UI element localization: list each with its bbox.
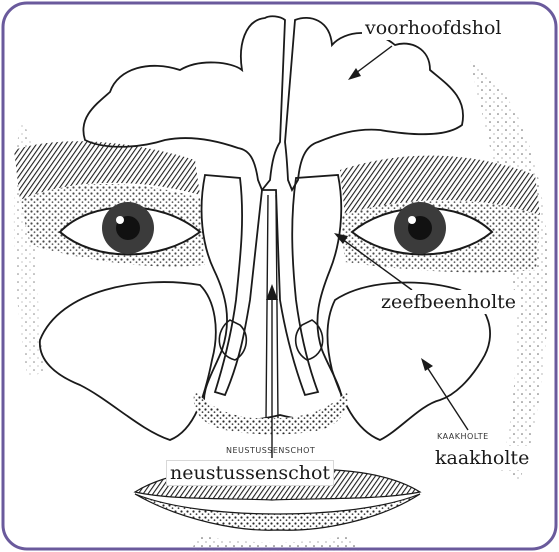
maxillary-small-print: KAAKHOLTE: [437, 432, 489, 441]
ethmoid-sinus-label: zeefbeenholte: [378, 290, 519, 314]
maxillary-sinus-label: kaakholte: [432, 446, 532, 470]
nasal-septum-label: neustussenschot: [166, 460, 334, 486]
septum-small-print: NEUSTUSSENSCHOT: [226, 446, 315, 455]
frontal-sinus-label: voorhoofdshol: [362, 16, 505, 40]
